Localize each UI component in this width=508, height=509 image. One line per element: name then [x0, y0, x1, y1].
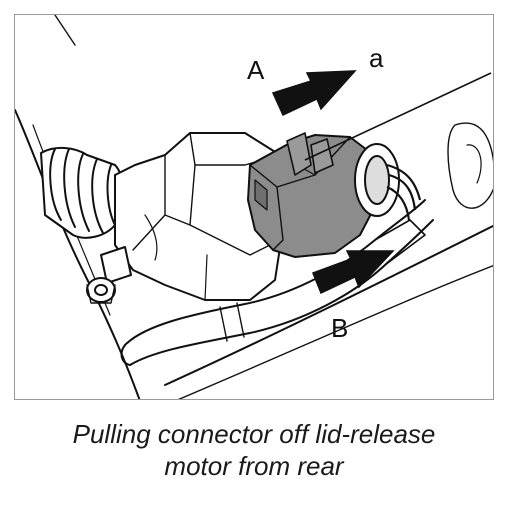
figure-caption: Pulling connector off lid-release motor …: [0, 418, 508, 482]
caption-line-2: motor from rear: [164, 451, 344, 481]
mounting-bolt: [86, 246, 132, 304]
callout-line-a: [304, 72, 492, 161]
label-arrow-a: A: [247, 55, 265, 85]
electrical-connector: [247, 132, 376, 258]
illustration-frame: A a B: [14, 14, 494, 400]
bellows-boot: [40, 147, 125, 239]
caption-line-1: Pulling connector off lid-release: [72, 419, 436, 449]
body-panel-outline: [54, 15, 76, 46]
right-boss-inner: [466, 144, 482, 184]
arrow-b: [312, 250, 395, 295]
body-rail-top: [164, 224, 493, 386]
right-boss: [447, 122, 493, 209]
label-arrow-b: B: [331, 313, 348, 343]
label-callout-a: a: [369, 43, 384, 73]
cable-grommet: [354, 143, 422, 221]
wiring-harness: [120, 199, 434, 366]
body-rail-bottom: [177, 265, 493, 399]
technical-illustration: A a B: [15, 15, 493, 399]
arrow-a: [271, 70, 357, 117]
